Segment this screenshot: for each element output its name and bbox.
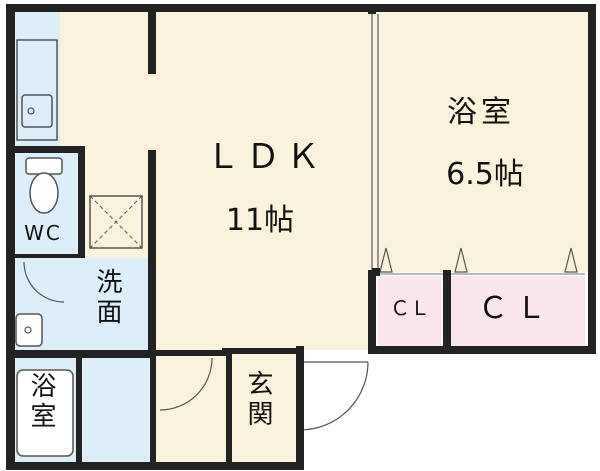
closet-large-floor (450, 276, 585, 346)
bedroom-name: 浴室 (447, 95, 515, 130)
wc-door-swing (23, 261, 65, 303)
entrance-name: 玄関 (243, 370, 273, 430)
toilet-tank (25, 157, 63, 175)
basin-icon (15, 313, 43, 347)
walls (6, 4, 596, 470)
wc-name: WC (24, 221, 62, 245)
washroom-name: 洗面 (92, 268, 122, 328)
bedroom-size: 6.5帖 (446, 157, 524, 192)
drain-icon (27, 107, 35, 115)
front-door-swing (299, 361, 369, 431)
sink-icon (21, 94, 53, 128)
kitchen-counter (16, 39, 58, 141)
toilet-icon (29, 172, 59, 214)
bathtub-icon (16, 369, 74, 457)
entry-floor (155, 350, 230, 465)
closet-small-name: ＣＬ (390, 296, 430, 320)
closet-large-name: ＣＬ (478, 291, 554, 326)
washer-icon (89, 195, 143, 249)
entrance-floor (230, 350, 298, 465)
ldk-name: ＬＤＫ (206, 137, 326, 177)
entry-door-swing (159, 357, 213, 411)
bathroom-name: 浴室 (26, 372, 56, 432)
bedroom-floor (375, 10, 590, 272)
ldk-size: 11帖 (225, 203, 295, 238)
closet-small-floor (378, 276, 442, 346)
